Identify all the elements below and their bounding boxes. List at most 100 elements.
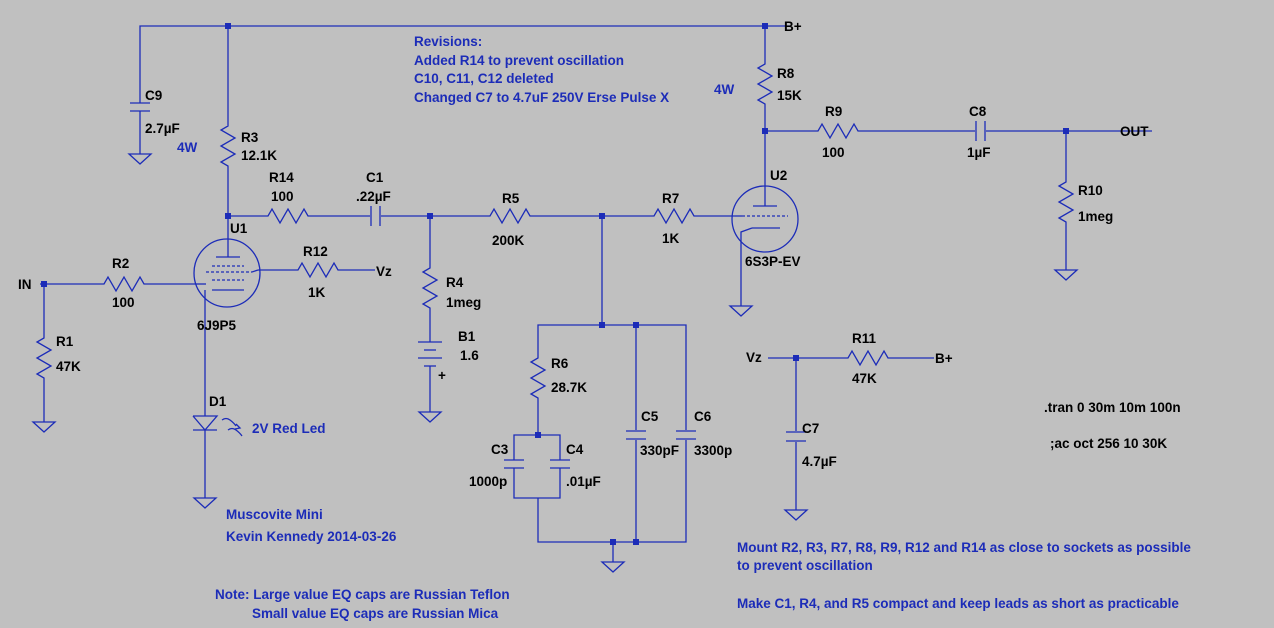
revision-line-2: C10, C11, C12 deleted — [414, 71, 554, 86]
ground-r1 — [31, 421, 57, 433]
ref-c9: C9 — [145, 88, 162, 103]
resistor-r10 — [1057, 176, 1075, 228]
value-r1: 47K — [56, 359, 81, 374]
value-u2: 6S3P-EV — [745, 254, 801, 269]
resistor-r8 — [756, 58, 774, 108]
value-c4: .01µF — [566, 474, 601, 489]
value-r9: 100 — [822, 145, 845, 160]
resistor-r14 — [262, 207, 310, 225]
make-note: Make C1, R4, and R5 compact and keep lea… — [737, 596, 1179, 611]
ground-eq — [600, 561, 626, 573]
resistor-r9 — [812, 122, 860, 140]
value-c1: .22µF — [356, 189, 391, 204]
value-r11: 47K — [852, 371, 877, 386]
capacitor-c8 — [975, 121, 986, 141]
ref-r2: R2 — [112, 256, 129, 271]
resistor-r12 — [292, 261, 342, 279]
ground-d1 — [192, 497, 218, 509]
value-d1: 2V Red Led — [252, 421, 326, 436]
capacitor-c3 — [504, 459, 524, 469]
net-label-out: OUT — [1120, 124, 1149, 139]
ground-c9 — [127, 153, 153, 165]
value-r3: 12.1K — [241, 148, 277, 163]
ground-b1 — [417, 411, 443, 423]
ground-c7 — [783, 509, 809, 521]
capacitor-c4 — [550, 459, 570, 469]
wires — [40, 25, 1152, 562]
value-r12: 1K — [308, 285, 326, 300]
value-c6: 3300p — [694, 443, 732, 458]
power-r8: 4W — [714, 82, 735, 97]
net-label-bplus: B+ — [784, 19, 802, 34]
resistor-r5 — [484, 207, 536, 225]
resistor-r4 — [421, 262, 439, 312]
value-r8: 15K — [777, 88, 802, 103]
resistor-r2 — [98, 275, 148, 293]
note-line-1: Note: Large value EQ caps are Russian Te… — [215, 587, 510, 602]
ref-u1: U1 — [230, 221, 248, 236]
note-line-2: Small value EQ caps are Russian Mica — [252, 606, 499, 621]
value-r10: 1meg — [1078, 209, 1113, 224]
resistor-r3 — [219, 120, 237, 168]
tube-u1 — [193, 238, 261, 308]
ref-c8: C8 — [969, 104, 987, 119]
resistor-r7 — [648, 207, 700, 225]
capacitor-c9 — [130, 102, 150, 114]
ref-r9: R9 — [825, 104, 842, 119]
value-c8: 1µF — [967, 145, 991, 160]
schematic-title: Muscovite Mini — [226, 507, 323, 522]
ref-c3: C3 — [491, 442, 509, 457]
value-r7: 1K — [662, 231, 680, 246]
ground-r10 — [1053, 269, 1079, 281]
ref-r11: R11 — [852, 331, 877, 346]
spice-tran-directive: .tran 0 30m 10m 100n — [1044, 400, 1181, 415]
capacitor-c1 — [370, 206, 381, 226]
net-label-in: IN — [18, 277, 32, 292]
ref-c7: C7 — [802, 421, 819, 436]
value-r5: 200K — [492, 233, 525, 248]
ground-u2 — [728, 305, 754, 317]
battery-plus-label: + — [438, 368, 446, 383]
ref-d1: D1 — [209, 394, 227, 409]
ref-r3: R3 — [241, 130, 259, 145]
ref-r10: R10 — [1078, 183, 1103, 198]
value-u1: 6J9P5 — [197, 318, 237, 333]
ref-r6: R6 — [551, 356, 569, 371]
net-label-vz-r12: Vz — [376, 264, 392, 279]
ref-c6: C6 — [694, 409, 712, 424]
value-r14: 100 — [271, 189, 294, 204]
mount-note-line-1: Mount R2, R3, R7, R8, R9, R12 and R14 as… — [737, 540, 1191, 555]
value-c7: 4.7µF — [802, 454, 837, 469]
ref-b1: B1 — [458, 329, 476, 344]
battery-b1 — [418, 341, 442, 370]
value-c5: 330pF — [640, 443, 679, 458]
value-r4: 1meg — [446, 295, 481, 310]
net-label-bplus-r11: B+ — [935, 351, 953, 366]
ref-r8: R8 — [777, 66, 795, 81]
resistor-r11 — [842, 349, 892, 367]
capacitor-c6 — [676, 430, 696, 440]
ref-r7: R7 — [662, 191, 679, 206]
value-r2: 100 — [112, 295, 135, 310]
ref-r4: R4 — [446, 275, 464, 290]
value-b1: 1.6 — [460, 348, 479, 363]
schematic-author: Kevin Kennedy 2014-03-26 — [226, 529, 397, 544]
ref-r14: R14 — [269, 170, 294, 185]
revision-line-1: Added R14 to prevent oscillation — [414, 53, 624, 68]
mount-note-line-2: to prevent oscillation — [737, 558, 873, 573]
value-c3: 1000p — [469, 474, 507, 489]
resistor-r6 — [529, 352, 547, 400]
ref-c5: C5 — [641, 409, 659, 424]
ref-r12: R12 — [303, 244, 328, 259]
revisions-heading: Revisions: — [414, 34, 482, 49]
net-label-vz-r11: Vz — [746, 350, 762, 365]
ref-r5: R5 — [502, 191, 520, 206]
tube-u2 — [731, 185, 799, 253]
junctions — [41, 23, 1069, 545]
led-d1 — [192, 415, 243, 437]
capacitor-c5 — [626, 430, 646, 440]
power-r3: 4W — [177, 140, 198, 155]
ref-u2: U2 — [770, 168, 787, 183]
spice-ac-directive: ;ac oct 256 10 30K — [1050, 436, 1167, 451]
